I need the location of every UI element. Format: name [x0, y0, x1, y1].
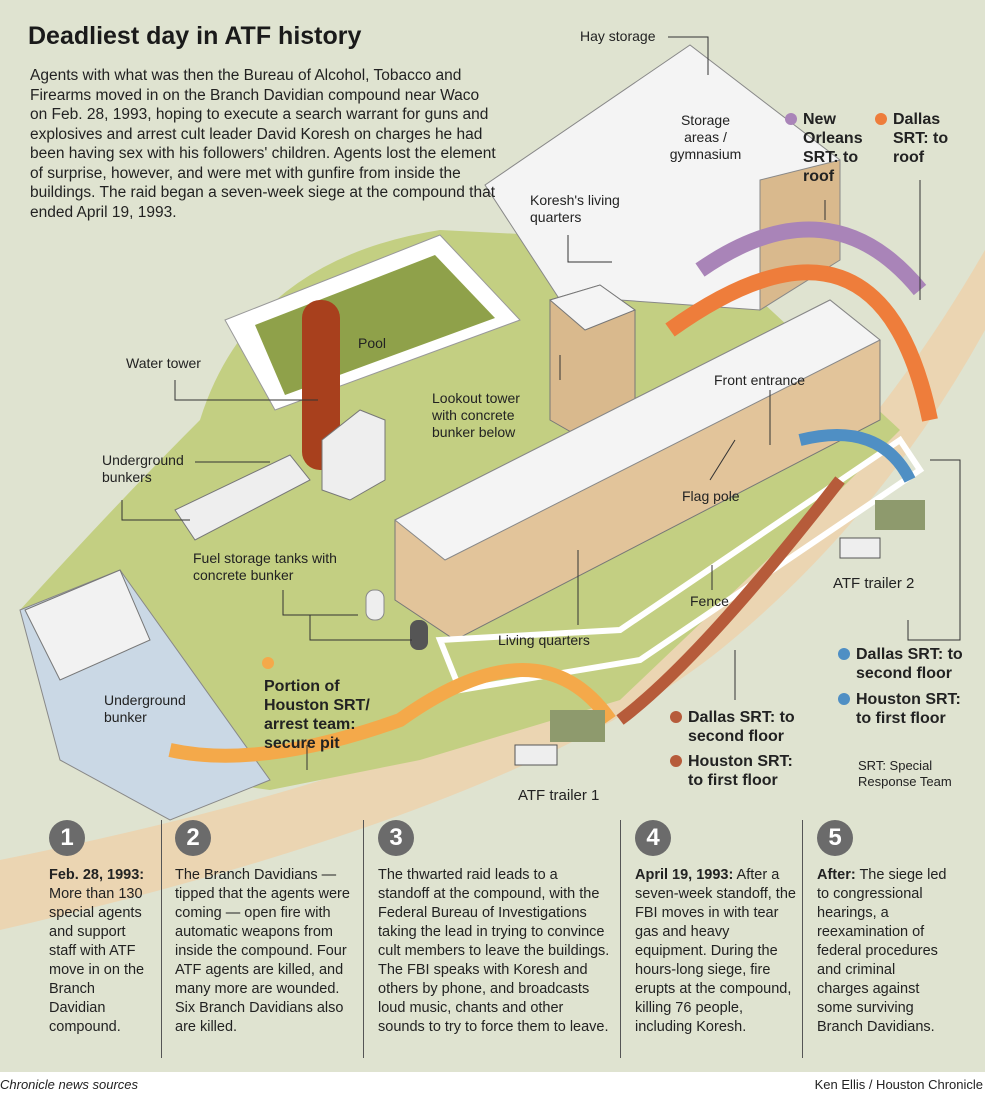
- label-flag-pole: Flag pole: [682, 488, 740, 504]
- timeline-panel-4: 4 April 19, 1993: After a seven-week sta…: [635, 820, 797, 1060]
- panel-date: April 19, 1993:: [635, 867, 734, 883]
- pit-team-dot: [262, 657, 274, 669]
- label-atf-trailer-2: ATF trailer 2: [833, 575, 915, 592]
- team-label: Dallas SRT: to second floor: [856, 646, 963, 682]
- label-hay-storage: Hay storage: [580, 28, 656, 44]
- label-storage-areas: Storage areas / gymnasium: [669, 112, 742, 162]
- shed: [321, 409, 386, 501]
- artist-credit: Ken Ellis / Houston Chronicle: [814, 1077, 983, 1092]
- team-label: New Orleans SRT: to roof: [803, 111, 863, 185]
- atf-trailer-1: [514, 710, 605, 766]
- panel-text: More than 130 special agents and support…: [49, 886, 145, 1035]
- brown-dot-icon: [670, 755, 682, 767]
- road: [0, 250, 985, 930]
- houston-pit-arrow: [168, 663, 616, 763]
- panel-date: Feb. 28, 1993:: [49, 867, 145, 883]
- label-fence: Fence: [690, 593, 729, 609]
- new-orleans-roof-arrow: [695, 221, 927, 296]
- team-dallas-roof: Dallas SRT: to roof: [875, 110, 955, 167]
- team-houston-first-brown: Houston SRT: to first floor: [670, 752, 800, 790]
- timeline-panel-1: 1 Feb. 28, 1993: More than 130 special a…: [49, 820, 154, 1060]
- panel-text: The siege led to congressional hearings,…: [817, 867, 947, 1035]
- panel-text: After a seven-week standoff, the FBI mov…: [635, 867, 796, 1035]
- step-number: 3: [378, 820, 414, 856]
- step-number: 2: [175, 820, 211, 856]
- footer: Chronicle news sources Ken Ellis / Houst…: [0, 1072, 985, 1094]
- divider: [161, 820, 162, 1058]
- dallas-roof-arrow: [665, 264, 938, 422]
- timeline-panel-5: 5 After: The siege led to congressional …: [817, 820, 947, 1060]
- step-number: 4: [635, 820, 671, 856]
- brown-team-arrow: [616, 476, 845, 725]
- orange-dot-icon: [875, 113, 887, 125]
- step-number: 5: [817, 820, 853, 856]
- label-living-quarters: Living quarters: [498, 632, 590, 648]
- living-quarters-roof: [394, 299, 881, 561]
- panel-date: After:: [817, 867, 856, 883]
- brown-dot-icon: [670, 711, 682, 723]
- blue-dot-icon: [838, 693, 850, 705]
- water-tower: [302, 300, 340, 470]
- step-number: 1: [49, 820, 85, 856]
- label-pool: Pool: [358, 335, 387, 351]
- source-credit: Chronicle news sources: [0, 1077, 139, 1092]
- label-srt-note: SRT: Special Response Team: [858, 758, 952, 789]
- team-new-orleans-roof: New Orleans SRT: to roof: [785, 110, 865, 186]
- team-label: Dallas SRT: to second floor: [688, 709, 795, 745]
- label-koresh-quarters: Koresh's living quarters: [530, 192, 620, 225]
- divider: [363, 820, 364, 1058]
- bunker-structure: [24, 569, 151, 681]
- team-label: Dallas SRT: to roof: [893, 111, 949, 166]
- fuel-tank-2: [410, 620, 428, 650]
- team-houston-first-blue: Houston SRT: to first floor: [838, 690, 978, 728]
- label-lookout-tower: Lookout tower with concrete bunker below: [432, 390, 520, 440]
- divider: [620, 820, 621, 1058]
- timeline-panel-2: 2 The Branch Davidians — tipped that the…: [175, 820, 355, 1060]
- panel-text: The thwarted raid leads to a standoff at…: [378, 867, 610, 1035]
- team-label: Houston SRT: to first floor: [856, 691, 961, 727]
- timeline-panel-3: 3 The thwarted raid leads to a standoff …: [378, 820, 613, 1060]
- fuel-tank-1: [365, 589, 385, 621]
- leader-lines: [121, 36, 961, 770]
- purple-dot-icon: [785, 113, 797, 125]
- blue-dot-icon: [838, 648, 850, 660]
- team-houston-pit: Portion of Houston SRT/ arrest team: sec…: [264, 678, 370, 752]
- label-water-tower: Water tower: [126, 355, 201, 371]
- panel-text: The Branch Davidians — tipped that the a…: [175, 867, 350, 1035]
- label-front-entrance: Front entrance: [714, 372, 806, 388]
- page-title: Deadliest day in ATF history: [28, 22, 362, 50]
- compound-illustration: [0, 36, 985, 930]
- intro-text: Agents with what was then the Bureau of …: [30, 67, 496, 221]
- blue-team-arrow: [798, 429, 916, 483]
- underground-bunkers: [174, 454, 311, 541]
- label-atf-trailer-1: ATF trailer 1: [518, 787, 600, 804]
- label-fuel-tanks: Fuel storage tanks with concrete bunker: [193, 550, 337, 583]
- label-underground-bunkers: Underground bunkers: [102, 452, 184, 485]
- label-underground-bunker: Underground bunker: [104, 692, 186, 725]
- lookout-roof: [548, 284, 637, 331]
- team-label: Houston SRT: to first floor: [688, 753, 793, 789]
- team-dallas-second-brown: Dallas SRT: to second floor: [670, 708, 800, 746]
- divider: [802, 820, 803, 1058]
- atf-trailer-2: [839, 500, 925, 559]
- team-dallas-second-blue: Dallas SRT: to second floor: [838, 645, 978, 683]
